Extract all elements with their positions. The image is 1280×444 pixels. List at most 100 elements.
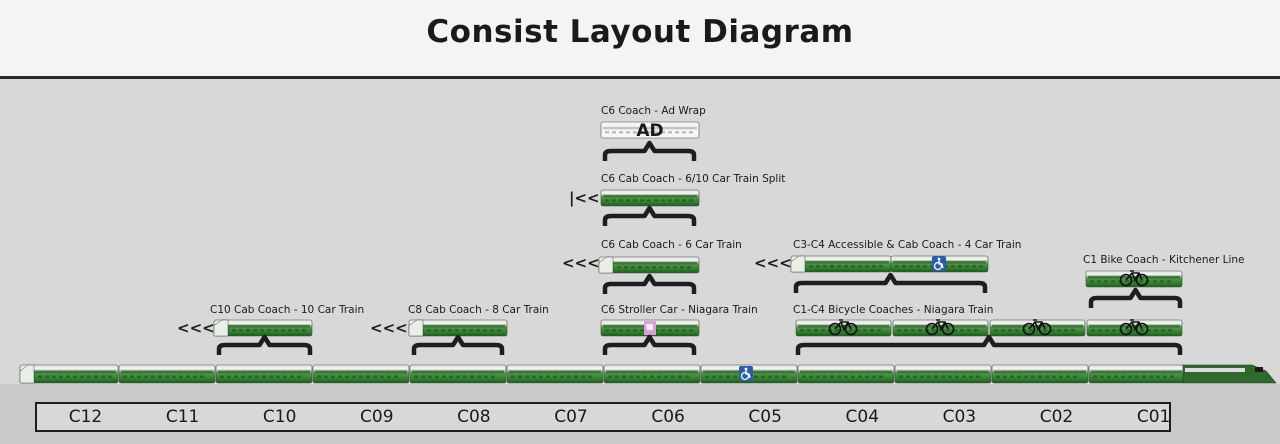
coach-window bbox=[274, 329, 278, 332]
bicycle-icon bbox=[1119, 319, 1149, 336]
coach-window bbox=[652, 266, 656, 269]
coach-window bbox=[920, 375, 924, 378]
variant-label-c3_c4_accessible: C3-C4 Accessible & Cab Coach - 4 Car Tra… bbox=[793, 239, 1021, 251]
coach-window bbox=[633, 329, 637, 332]
coach-window bbox=[366, 375, 370, 378]
coach-window bbox=[661, 329, 665, 332]
coach-window bbox=[802, 375, 806, 378]
coach-window-band bbox=[603, 126, 697, 130]
coach-window bbox=[1153, 280, 1157, 283]
coach-window bbox=[1140, 329, 1144, 332]
coach-window bbox=[448, 329, 452, 332]
coach-window bbox=[830, 265, 834, 268]
coach-window bbox=[712, 375, 716, 378]
coach-window bbox=[588, 375, 592, 378]
coach-window bbox=[675, 131, 679, 134]
locomotive-stripe bbox=[1185, 368, 1245, 372]
coach-window bbox=[754, 375, 758, 378]
coach-window bbox=[239, 329, 243, 332]
variant-label-c6_adwrap: C6 Coach - Ad Wrap bbox=[601, 105, 706, 117]
c3-c4-brace bbox=[793, 272, 988, 293]
coach-window bbox=[158, 375, 162, 378]
coach-window-band bbox=[1091, 370, 1182, 374]
coach-window bbox=[255, 375, 259, 378]
coach-window bbox=[782, 375, 786, 378]
coach-window bbox=[807, 329, 811, 332]
bicycle-frame bbox=[1125, 319, 1143, 331]
coach-body bbox=[894, 364, 992, 384]
coach-window bbox=[932, 329, 936, 332]
c6-upper-brace-2 bbox=[602, 205, 697, 226]
c1-brace bbox=[1088, 287, 1183, 308]
coach-window bbox=[490, 329, 494, 332]
coach-window bbox=[1132, 280, 1136, 283]
coach-window bbox=[856, 329, 860, 332]
coach-window bbox=[1001, 329, 1005, 332]
bicycle-icon bbox=[925, 319, 955, 336]
coach-window bbox=[421, 375, 425, 378]
coach-window-band bbox=[509, 370, 601, 374]
coach-window bbox=[345, 375, 349, 378]
title-banner: Consist Layout Diagram bbox=[0, 0, 1280, 79]
coach-window bbox=[1059, 375, 1063, 378]
coach-window bbox=[927, 375, 931, 378]
coach-window bbox=[1100, 375, 1104, 378]
coach-window bbox=[281, 329, 285, 332]
coach-window bbox=[733, 375, 737, 378]
coach-window bbox=[1168, 329, 1172, 332]
coach-window bbox=[52, 375, 56, 378]
bicycle-frame bbox=[931, 319, 949, 331]
coach-window bbox=[830, 375, 834, 378]
wheelchair-wheel bbox=[933, 261, 943, 271]
coach-window bbox=[916, 265, 920, 268]
coach-window bbox=[661, 131, 665, 134]
main-coach-c08 bbox=[409, 364, 507, 384]
coach-window bbox=[1105, 329, 1109, 332]
bicycle-wheel bbox=[941, 322, 955, 336]
coach-window bbox=[962, 375, 966, 378]
direction-arrow-c6_cab_split: |<< bbox=[569, 189, 600, 208]
bicycle-wheel bbox=[1135, 273, 1149, 287]
coach-window bbox=[553, 375, 557, 378]
coach-window bbox=[895, 265, 899, 268]
coach-window bbox=[682, 199, 686, 202]
coach-window-band bbox=[218, 370, 310, 374]
coach-window bbox=[816, 375, 820, 378]
coach-window bbox=[668, 329, 672, 332]
coach-window bbox=[879, 265, 883, 268]
coach-window bbox=[234, 375, 238, 378]
coach-window bbox=[608, 375, 612, 378]
coach-window bbox=[958, 265, 962, 268]
variant-label-c6_cab_6: C6 Cab Coach - 6 Car Train bbox=[601, 239, 742, 251]
car-label-c02: C02 bbox=[1039, 407, 1074, 427]
coach-window bbox=[1111, 280, 1115, 283]
coach-window bbox=[1091, 329, 1095, 332]
main-coach-c03 bbox=[894, 364, 992, 384]
coach-window bbox=[657, 375, 661, 378]
coach-window bbox=[906, 375, 910, 378]
bicycle-frame bbox=[1028, 319, 1046, 331]
coach-window bbox=[1160, 280, 1164, 283]
coach-window bbox=[1112, 329, 1116, 332]
wheelchair-body bbox=[745, 370, 751, 379]
coach-window bbox=[262, 375, 266, 378]
coach-window bbox=[462, 329, 466, 332]
coach-window bbox=[951, 265, 955, 268]
coach-window bbox=[546, 375, 550, 378]
bicycle-frame bbox=[1125, 270, 1143, 282]
coach-window bbox=[1003, 375, 1007, 378]
coach-window bbox=[1104, 280, 1108, 283]
coach-window bbox=[283, 375, 287, 378]
coach-window bbox=[373, 375, 377, 378]
coach-window bbox=[858, 265, 862, 268]
coach-window bbox=[1163, 375, 1167, 378]
coach-window bbox=[73, 375, 77, 378]
coach-window bbox=[232, 329, 236, 332]
c8-cab-coach bbox=[408, 319, 508, 337]
page-title: Consist Layout Diagram bbox=[426, 14, 854, 50]
coach-window bbox=[324, 375, 328, 378]
coach-window bbox=[1098, 329, 1102, 332]
coach-window bbox=[638, 266, 642, 269]
coach-window bbox=[491, 375, 495, 378]
coach-body bbox=[215, 364, 313, 384]
